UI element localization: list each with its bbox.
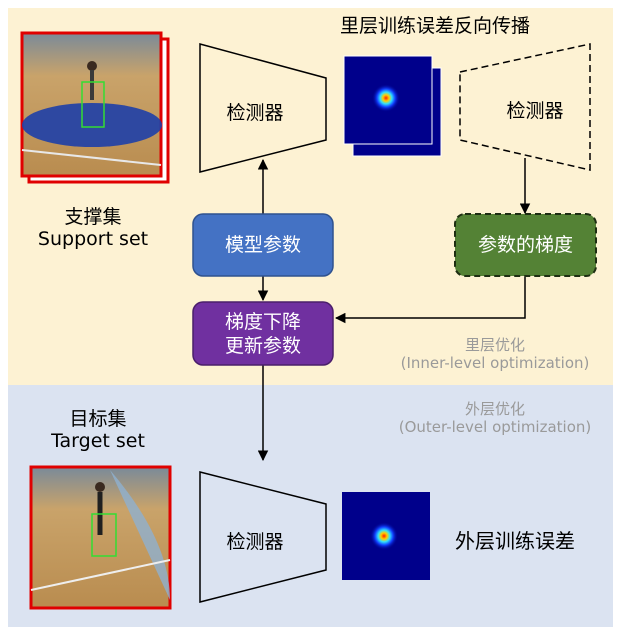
support-set-label-zh: 支撑集: [64, 206, 122, 228]
detector-inner-right-dashed: [459, 43, 591, 171]
target-set-label-en: Target set: [51, 430, 145, 452]
outer-level-label-zh: 外层优化: [464, 400, 525, 418]
outer-loss-label: 外层训练误差: [455, 529, 575, 553]
detector-label-inner-top: 检测器: [226, 102, 284, 124]
gradient-descent-line1: 梯度下降: [224, 310, 301, 333]
model-params-box: [192, 213, 334, 277]
gradient-descent-line2: 更新参数: [224, 334, 301, 357]
inner-heatmap: [343, 55, 442, 157]
arrow-gradient-to-descent: [334, 277, 526, 324]
support-set-image: [20, 31, 170, 184]
inner-loss-backprop-title: 里层训练误差反向传播: [339, 15, 530, 37]
detector-label-outer: 检测器: [226, 531, 284, 553]
outer-heatmap: [342, 492, 430, 580]
detector-outer: [199, 471, 327, 603]
target-set-image: [29, 465, 172, 610]
inner-level-label-en: (Inner-level optimization): [400, 354, 590, 372]
model-params-label: 模型参数: [224, 234, 301, 256]
detector-label-inner-right: 检测器: [506, 100, 564, 122]
gradient-descent-label: 梯度下降 更新参数: [193, 302, 333, 365]
detector-inner-top: [199, 43, 327, 173]
support-set-label-en: Support set: [37, 228, 149, 250]
param-gradient-box: [454, 213, 597, 277]
inner-level-label-zh: 里层优化: [464, 336, 525, 354]
param-gradient-label: 参数的梯度: [477, 234, 573, 256]
target-set-label-zh: 目标集: [69, 408, 127, 430]
outer-level-label-en: (Outer-level optimization): [398, 418, 592, 436]
gradient-descent-box: [192, 301, 334, 366]
